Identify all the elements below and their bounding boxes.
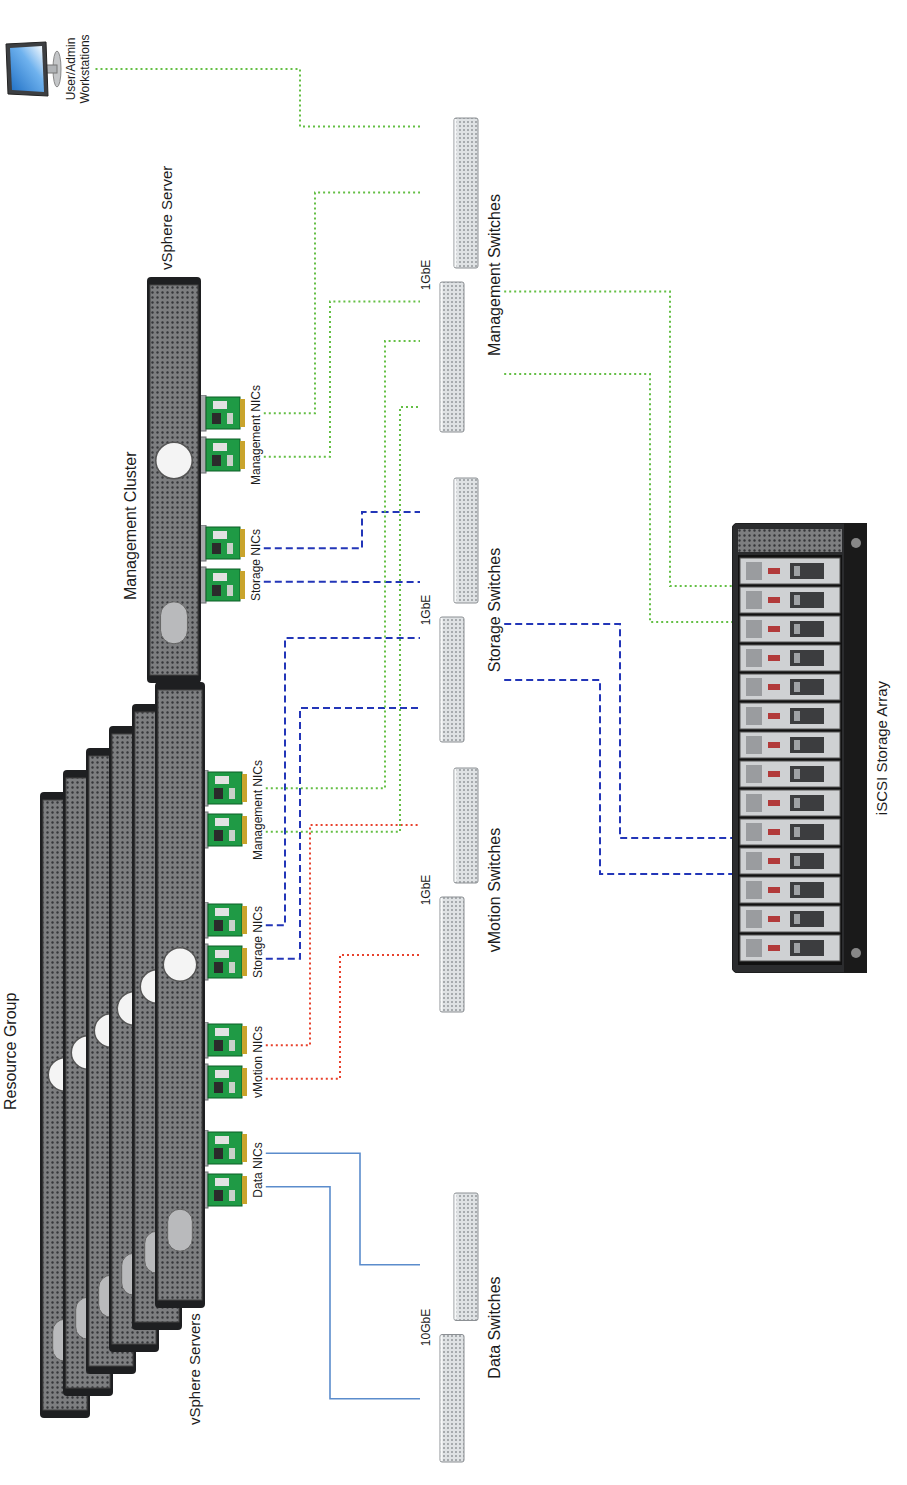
nic-cards [202,770,250,850]
node-label: vMotion NICs [252,1026,266,1098]
switch-pair-illustration [434,470,484,750]
network-link [264,193,420,414]
network-link [264,581,420,583]
node-label: 1GbE [420,260,434,291]
storage-array: iSCSI Storage Array [732,523,890,973]
node-label: 10GbE [420,1309,434,1346]
nic-cards [200,395,248,475]
nic-pair: Data NICs [202,1128,266,1212]
nic-cards [202,1130,250,1210]
network-link [504,374,732,622]
nic-cards [202,1022,250,1102]
node-label: iSCSI Storage Array [873,681,890,815]
switch-pair-illustration [434,760,484,1020]
nic-cards [202,902,250,982]
switch-pair: 10GbE Data Switches [420,1185,504,1470]
nic-cards [200,525,248,605]
server-illustration [0,680,285,1445]
network-link [266,1153,420,1265]
network-link [266,638,420,925]
node-label: Management NICs [252,760,266,860]
node-label: Management Cluster [122,451,140,600]
server-stack: Data NICs vMotion NICs Storage NICs Managem… [0,680,285,1445]
node-label: vMotion Switches [486,828,504,953]
node-label: Storage NICs [250,529,264,601]
nic-pair: Management NICs [202,756,266,865]
nic-pair: Management NICs [200,381,264,490]
node-label: vSphere Servers [186,1313,203,1425]
nic-pair: vMotion NICs [202,1020,266,1104]
node-label: Storage NICs [252,906,266,978]
node-label: Data Switches [486,1276,504,1378]
node-label: vSphere Server [158,166,175,270]
network-link [266,708,420,959]
network-link [266,1187,420,1399]
nic-pair: Storage NICs [200,523,264,607]
node-label: Resource Group [2,993,20,1110]
network-link [266,955,420,1079]
node-label: Storage Switches [486,548,504,673]
network-link [266,407,420,832]
server-unit: Storage NICs Management NICsManagement Cl… [100,95,290,695]
nic-pair: Storage NICs [202,900,266,984]
node-label: Management NICs [250,385,264,485]
switch-pair: 1GbE vMotion Switches [420,760,504,1020]
node-label: 1GbE [420,595,434,626]
node-label: Management Switches [486,194,504,356]
switch-pair-illustration [434,110,484,440]
network-link [93,69,420,127]
network-link [264,512,420,548]
network-link [504,680,732,874]
workstation: User/Admin Workstations [4,5,93,133]
network-link [504,292,732,587]
storage-array-illustration [732,523,867,973]
node-label: 1GbE [420,875,434,906]
network-link [264,301,420,456]
node-label: User/Admin Workstations [65,21,93,117]
switch-pair: 1GbE Management Switches [420,110,504,440]
network-link [266,825,420,1045]
switch-pair: 1GbE Storage Switches [420,470,504,750]
switch-pair-illustration [434,1185,484,1470]
node-label: Data NICs [252,1142,266,1197]
network-link [266,341,420,788]
network-link [504,624,732,838]
workstation-icon [4,38,62,100]
